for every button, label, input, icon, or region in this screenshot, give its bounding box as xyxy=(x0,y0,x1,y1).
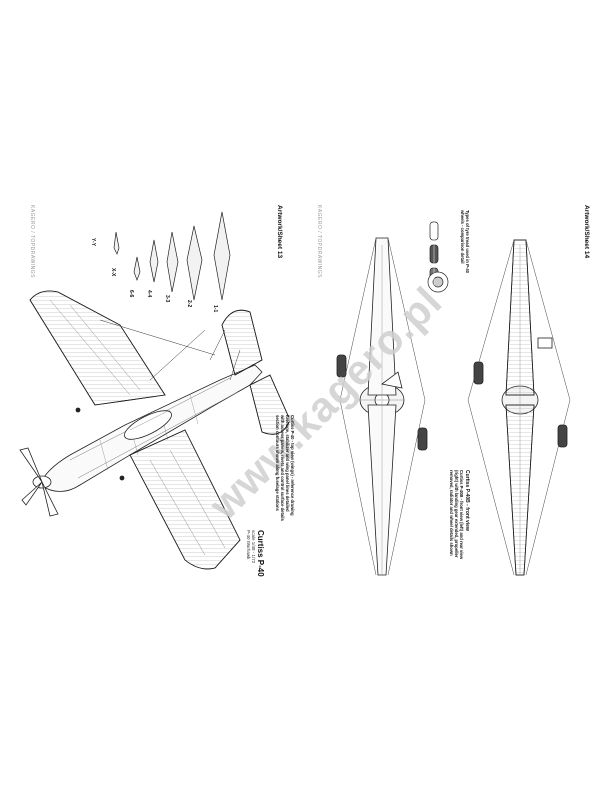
section-profiles xyxy=(113,211,231,301)
left-sheet-label: Artwork/Sheet 13 xyxy=(276,205,283,259)
left-caption-sub-1: scale 1/48 - 1/72 xyxy=(251,530,256,564)
section-label: 3-3 xyxy=(164,295,170,303)
left-brand-logo: KAGERO / TOPDRAWINGS xyxy=(29,205,35,278)
left-caption: Curtiss P-40 scale 1/48 - 1/72 P-40 Warh… xyxy=(246,530,265,670)
right-caption-title: Curtiss P-40B - front view xyxy=(464,470,470,531)
wheel-note-block: Types of tyre tread used in P-40 wheels … xyxy=(460,210,470,330)
section-label: 6-6 xyxy=(128,290,134,298)
right-caption-line: (right) with landing gear extended, prop… xyxy=(454,470,459,558)
section-label: 4-4 xyxy=(146,290,152,298)
left-caption-line: Curtiss P-40 - top view (wings) - refere… xyxy=(290,415,295,516)
section-label: 2-2 xyxy=(186,300,192,308)
right-caption-block: Curtiss P-40B - front view Curtiss P-40B… xyxy=(449,470,470,610)
right-brand-logo: KAGERO / TOPDRAWINGS xyxy=(316,205,322,278)
left-caption-sub-2: P-40 Warhawk xyxy=(246,530,251,560)
section-label: Y-Y xyxy=(90,238,96,247)
p40-front-view xyxy=(336,237,428,576)
tyre-tread-samples xyxy=(427,221,449,293)
section-label: 1-1 xyxy=(212,305,218,313)
right-caption-line: removed, radiator and wheel details show… xyxy=(449,470,454,556)
guide-lines xyxy=(339,237,571,576)
left-caption-line: with access panels, rivets and control s… xyxy=(280,415,285,521)
p40-rear-view xyxy=(473,239,568,576)
p40-top-view xyxy=(19,290,291,570)
left-caption-line: fuselage, stabilizer and wing panel line… xyxy=(285,415,290,512)
wheel-note-line: Types of tyre tread used in P-40 xyxy=(465,210,470,273)
left-caption-title: Curtiss P-40 xyxy=(256,530,265,577)
right-sheet-label: Artwork/Sheet 14 xyxy=(583,205,590,259)
left-caption-line: section contours shown along fuselage st… xyxy=(275,415,280,511)
left-caption-block: Curtiss P-40 - top view (wings) - refere… xyxy=(275,415,295,555)
right-caption-line: Curtiss P-40B - front view (left) and re… xyxy=(459,470,464,560)
section-label: X-X xyxy=(110,268,116,277)
section-leader-lines xyxy=(99,319,241,381)
